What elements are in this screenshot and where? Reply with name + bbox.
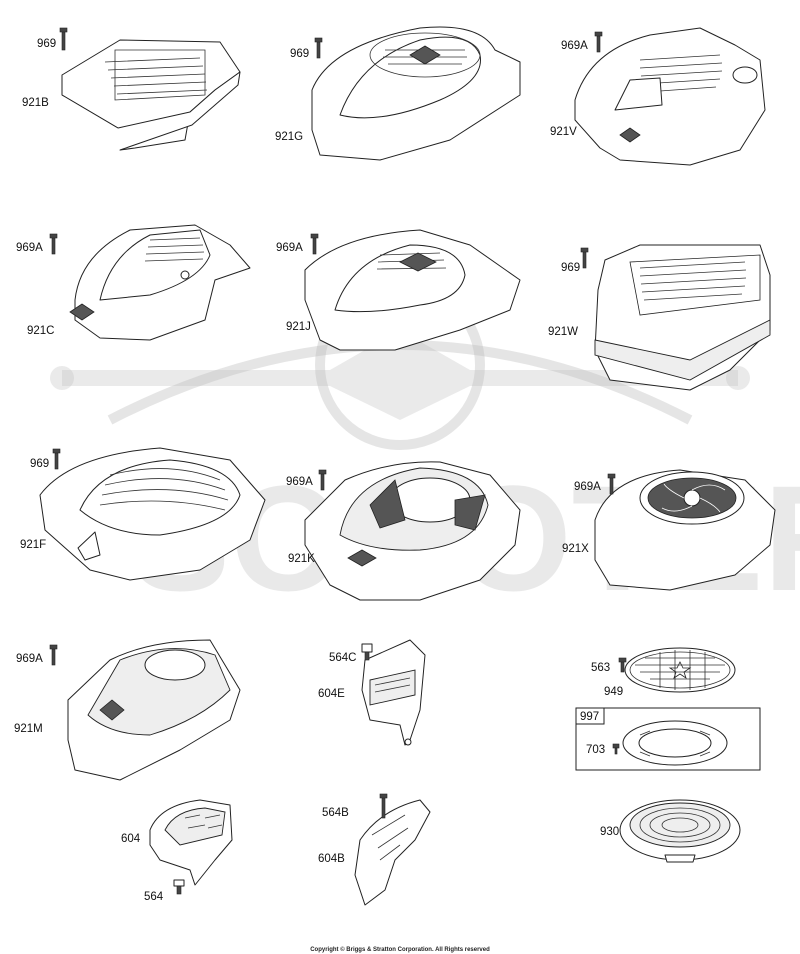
part-921F xyxy=(39,447,266,581)
part-921G xyxy=(311,26,521,161)
part-604E xyxy=(361,639,426,746)
screw-563 xyxy=(618,657,627,673)
kit-997-box xyxy=(575,707,761,771)
bolt-969-c xyxy=(580,247,589,269)
bolt-564B xyxy=(379,793,388,819)
label-564C: 564C xyxy=(329,652,357,664)
label-564B: 564B xyxy=(322,807,349,819)
label-921V: 921V xyxy=(550,126,577,138)
part-921B xyxy=(61,39,241,151)
label-604: 604 xyxy=(121,833,141,845)
bolt-969A-d xyxy=(318,469,327,491)
label-921M: 921M xyxy=(14,723,43,735)
screw-564 xyxy=(173,879,185,895)
part-604 xyxy=(149,799,233,886)
label-969-c: 969 xyxy=(561,262,580,274)
label-921C: 921C xyxy=(27,325,55,337)
part-949 xyxy=(624,647,736,693)
label-969-a: 969 xyxy=(37,38,56,50)
part-921V xyxy=(574,27,766,166)
part-921K xyxy=(304,461,521,601)
label-604B: 604B xyxy=(318,853,345,865)
bolt-969A-c xyxy=(310,233,319,255)
part-604B xyxy=(354,799,431,906)
label-969-b: 969 xyxy=(290,48,309,60)
label-969A-d: 969A xyxy=(286,476,313,488)
bolt-969A-b xyxy=(49,233,58,255)
label-969A-c: 969A xyxy=(276,242,303,254)
bolt-969A-a xyxy=(594,31,603,53)
label-564: 564 xyxy=(144,891,164,903)
part-921X xyxy=(594,469,776,591)
label-969A-e: 969A xyxy=(574,481,601,493)
bolt-969A-f xyxy=(49,644,58,666)
part-921M xyxy=(67,639,241,781)
copyright-notice: Copyright © Briggs & Stratton Corporatio… xyxy=(310,946,490,953)
bolt-969-a xyxy=(59,27,68,51)
part-930 xyxy=(619,799,741,863)
part-921C xyxy=(69,224,251,341)
bolt-969A-e xyxy=(607,473,616,495)
label-921J: 921J xyxy=(286,321,311,333)
label-604E: 604E xyxy=(318,688,345,700)
label-921W: 921W xyxy=(548,326,578,338)
label-563: 563 xyxy=(591,662,610,674)
label-949: 949 xyxy=(604,686,623,698)
label-921B: 921B xyxy=(22,97,49,109)
label-969-d: 969 xyxy=(30,458,49,470)
screw-703 xyxy=(612,743,620,755)
part-labels: 969 921B 969 921G 969A 921V 969A 921C 96… xyxy=(14,38,623,903)
label-997: 997 xyxy=(580,711,599,723)
bolt-969-b xyxy=(314,37,323,59)
label-921K: 921K xyxy=(288,553,315,565)
label-921G: 921G xyxy=(275,131,303,143)
label-921F: 921F xyxy=(20,539,46,551)
part-703-ring xyxy=(622,720,728,766)
part-921J xyxy=(304,229,521,351)
label-930: 930 xyxy=(600,826,619,838)
label-921X: 921X xyxy=(562,543,589,555)
label-969A-f: 969A xyxy=(16,653,43,665)
screw-564C xyxy=(361,643,373,661)
part-921W xyxy=(594,244,771,391)
label-703: 703 xyxy=(586,744,605,756)
label-969A-b: 969A xyxy=(16,242,43,254)
bolt-969-d xyxy=(52,448,61,470)
label-969A-a: 969A xyxy=(561,40,588,52)
